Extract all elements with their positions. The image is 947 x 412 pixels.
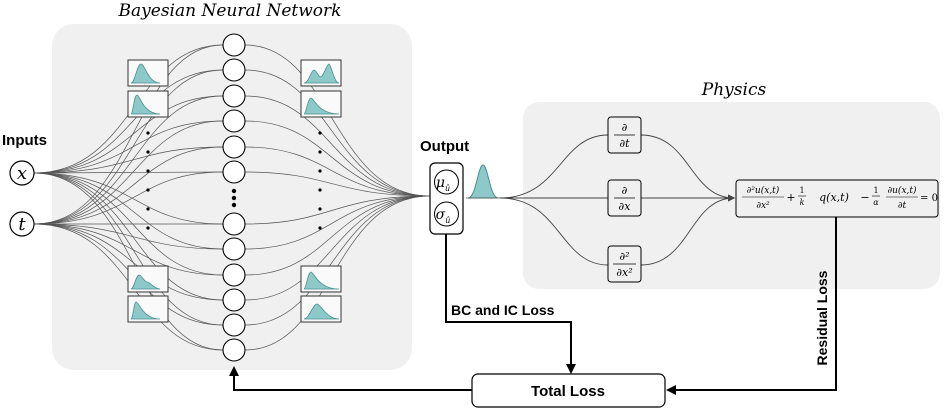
weight-distribution-box — [127, 295, 169, 323]
op-dxx: ∂² ∂x² — [607, 245, 642, 283]
neuron — [222, 58, 246, 82]
neuron — [222, 263, 246, 287]
total-loss-label: Total Loss — [531, 383, 605, 400]
neuron — [222, 212, 246, 236]
neuron-ellipsis-dot — [231, 188, 237, 194]
pde-equation: ∂²u(x,t) ∂x² + 1 k q(x,t) − 1 α ∂u(x,t) … — [735, 179, 939, 218]
neuron — [222, 313, 246, 337]
weight-distribution-box — [300, 90, 342, 118]
weight-ellipsis-dot — [318, 169, 322, 173]
sigma-node — [434, 201, 459, 227]
svg-text:1: 1 — [799, 186, 804, 195]
svg-text:α: α — [873, 198, 879, 207]
neuron — [222, 288, 246, 312]
svg-text:∂t: ∂t — [898, 201, 907, 211]
weight-ellipsis-dot — [146, 207, 150, 211]
sigma-label: σû — [436, 207, 451, 225]
weight-ellipsis-dot — [318, 150, 322, 154]
neuron — [222, 338, 246, 362]
weight-distribution-box — [127, 265, 169, 293]
hidden-layer-neurons — [222, 33, 246, 362]
weight-ellipsis-dot — [146, 188, 150, 192]
residual-loss-arrow — [666, 217, 837, 395]
weight-distribution-box — [127, 90, 169, 118]
weight-ellipsis-dot — [318, 207, 322, 211]
feedback-arrow — [229, 366, 472, 391]
svg-text:∂x: ∂x — [619, 200, 632, 213]
op-dx: ∂ ∂x — [607, 179, 642, 217]
weight-ellipsis-dot — [146, 169, 150, 173]
physics-branches — [499, 134, 735, 266]
svg-text:∂u(x,t): ∂u(x,t) — [887, 185, 917, 196]
input-x-label: x — [17, 163, 27, 184]
weight-distribution-box — [300, 295, 342, 323]
svg-text:∂x²: ∂x² — [616, 266, 632, 279]
svg-text:+: + — [786, 191, 795, 204]
bnn-title: Bayesian Neural Network — [118, 1, 342, 21]
neuron — [222, 33, 246, 57]
neuron-ellipsis-dot — [231, 202, 237, 208]
mu-label: μû — [436, 175, 450, 193]
neuron — [222, 237, 246, 261]
input-node-x — [9, 160, 35, 186]
residual-loss-label: Residual Loss — [814, 270, 830, 365]
mu-node — [434, 169, 459, 195]
ellipsis-dots — [146, 131, 322, 230]
neuron — [222, 84, 246, 108]
svg-text:1: 1 — [873, 186, 878, 195]
weight-ellipsis-dot — [146, 131, 150, 135]
op-dt: ∂ ∂t — [607, 116, 642, 154]
svg-text:−: − — [860, 191, 869, 204]
svg-text:∂t: ∂t — [619, 137, 630, 150]
weight-ellipsis-dot — [146, 226, 150, 230]
weight-distribution-box — [300, 265, 342, 293]
input-t-label: t — [18, 214, 26, 235]
physics-title: Physics — [701, 80, 767, 100]
weight-ellipsis-dot — [318, 131, 322, 135]
svg-text:∂x²: ∂x² — [756, 201, 770, 211]
svg-text:∂²: ∂² — [619, 250, 629, 263]
svg-text:q(x,t): q(x,t) — [819, 191, 849, 204]
neuron-ellipsis-dot — [231, 195, 237, 201]
weight-ellipsis-dot — [318, 226, 322, 230]
bc-ic-loss-label: BC and IC Loss — [451, 302, 555, 318]
weight-distribution-box — [127, 59, 169, 87]
input-node-t — [9, 211, 35, 237]
svg-text:∂: ∂ — [622, 121, 628, 134]
svg-text:k: k — [800, 198, 805, 207]
svg-text:= 0: = 0 — [920, 193, 938, 204]
inputs-label: Inputs — [2, 132, 47, 149]
svg-text:∂: ∂ — [622, 184, 628, 197]
output-distribution — [467, 164, 499, 199]
bc-ic-loss-arrow — [445, 234, 576, 374]
weight-ellipsis-dot — [146, 150, 150, 154]
neuron — [222, 109, 246, 133]
weight-ellipsis-dot — [318, 188, 322, 192]
output-label: Output — [420, 138, 469, 155]
neuron — [222, 135, 246, 159]
weight-distribution-box — [300, 59, 342, 87]
weight-distributions — [127, 59, 342, 323]
neuron — [222, 160, 246, 184]
svg-text:∂²u(x,t): ∂²u(x,t) — [747, 185, 780, 196]
